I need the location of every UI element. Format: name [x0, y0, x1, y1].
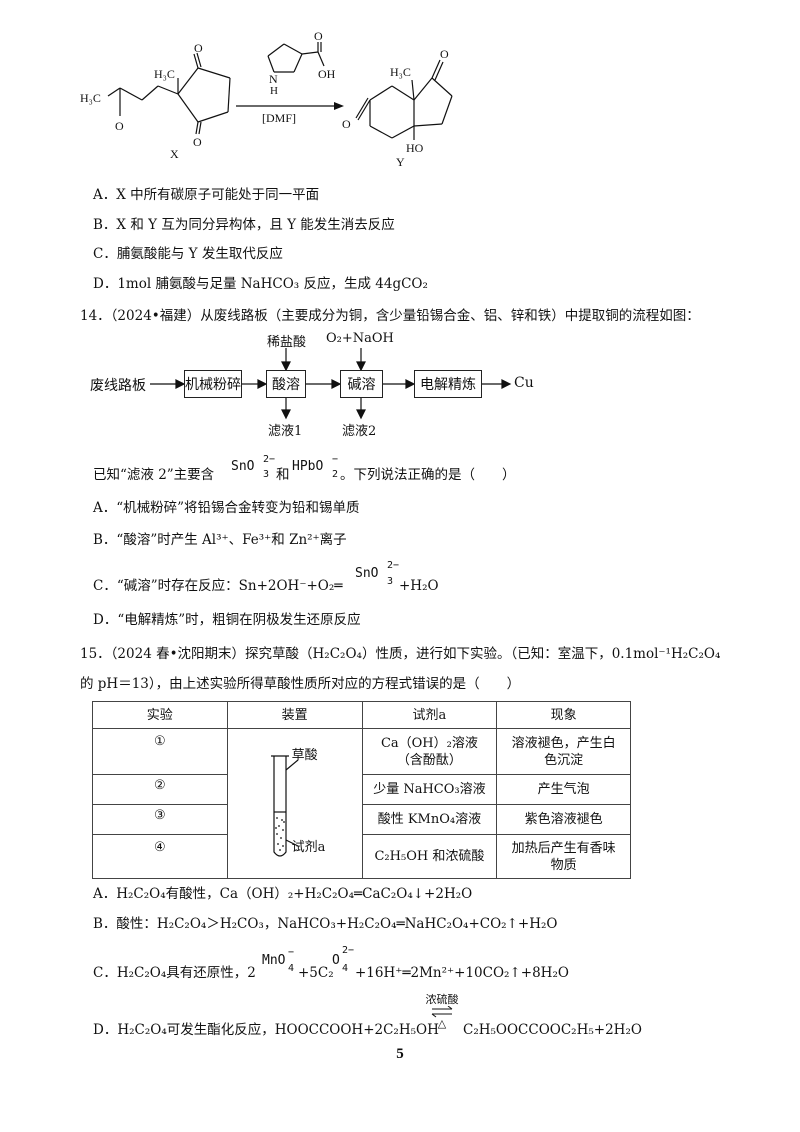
- q14-option-c-pre: C．“碱溶”时存在反应：Sn+2OH⁻+O₂═: [93, 578, 343, 594]
- table-row: ② 少量 NaHCO₃溶液 产生气泡: [92, 774, 631, 805]
- row-phenomenon: 加热后产生有香味物质: [496, 834, 631, 879]
- row-reagent: 少量 NaHCO₃溶液: [361, 774, 498, 805]
- reaction-structures: H₃C O H₃C O O X N H O OH [DMF] O H₃C O H…: [80, 30, 453, 169]
- page-number: 5: [396, 1046, 404, 1062]
- ion-hpbo2: HPbO − 2: [292, 454, 339, 480]
- row-phenomenon: 产生气泡: [496, 774, 631, 805]
- condition-dmf: [DMF]: [262, 111, 296, 125]
- row-no: ④: [92, 834, 228, 879]
- proline-o: O: [314, 30, 323, 43]
- reversible-arrow-icon: [431, 1006, 453, 1018]
- q13-option-d: D．1mol 脯氨酸与足量 NaHCO₃ 反应，生成 44gCO₂: [93, 276, 428, 292]
- row-reagent: C₂H₅OH 和浓硫酸: [361, 834, 498, 879]
- x-ring-o-top: O: [194, 41, 203, 55]
- row-no: ③: [92, 804, 228, 835]
- ion-sno3-option-c: SnO 2− 3: [355, 560, 400, 587]
- y-ketone-o: O: [440, 47, 449, 61]
- q14-flowchart: 废线路板 机械粉碎 酸溶 碱溶 电解精炼 Cu 稀盐酸 O₂+NaOH 滤液1 …: [90, 330, 650, 440]
- flow-step-crush: 机械粉碎: [184, 370, 242, 398]
- q14-known-and: 和: [276, 467, 290, 483]
- q15-option-b: B．酸性：H₂C₂O₄＞H₂CO₃，NaHCO₃+H₂C₂O₄═NaHC₂O₄+…: [93, 916, 558, 932]
- q14-known-post: 。下列说法正确的是（ ）: [340, 467, 516, 483]
- proline-oh: OH: [318, 67, 336, 81]
- row-no: ②: [92, 774, 228, 805]
- flow-start: 废线路板: [90, 378, 146, 394]
- header-reagent: 试剂a: [361, 701, 498, 729]
- y-h3c: H₃C: [390, 65, 411, 79]
- x-ketone-o: O: [115, 119, 124, 133]
- q14-option-a: A．“机械粉碎”将铅锡合金转变为铅和锡单质: [93, 500, 360, 516]
- experiment-table: 实验 装置 试剂a 现象 ① 草酸: [92, 701, 631, 879]
- q14-stem: 14．（2024•福建）从废线路板（主要成分为铜，含少量铅锡合金、铝、锌和铁）中…: [80, 308, 700, 324]
- header-apparatus: 装置: [226, 701, 363, 729]
- flow-step-electrolysis: 电解精炼: [414, 370, 482, 398]
- q13-option-a: A．X 中所有碳原子可能处于同一平面: [93, 187, 320, 203]
- flow-reagent-acid: 稀盐酸: [267, 335, 307, 350]
- flow-reagent-base: O₂+NaOH: [326, 331, 394, 346]
- ion-mno4: MnO − 4: [262, 947, 295, 974]
- q15-option-c-mid: +5C₂: [298, 965, 334, 981]
- ion-sno3: SnO 2− 3: [231, 454, 276, 480]
- q15-option-c-pre: C．H₂C₂O₄具有还原性，2: [93, 965, 256, 981]
- row-no: ①: [92, 728, 228, 775]
- table-row: ① 草酸 试剂a Ca（OH）₂溶液（含酚酞）: [92, 728, 631, 879]
- row-phenomenon: 紫色溶液褪色: [496, 804, 631, 835]
- apparatus-bottom-label: 试剂a: [291, 840, 326, 855]
- x-ring-o-bottom: O: [193, 135, 202, 149]
- q13-option-b: B．X 和 Y 互为同分异构体，且 Y 能发生消去反应: [93, 217, 395, 233]
- catalyst-label: 浓硫酸: [425, 993, 459, 1006]
- y-ho: HO: [406, 141, 424, 155]
- header-phenomenon: 现象: [496, 701, 631, 729]
- flow-filtrate1: 滤液1: [268, 424, 303, 439]
- test-tube-icon: [270, 754, 298, 857]
- y-label: Y: [396, 155, 405, 169]
- q15-option-d-post: C₂H₅OOCCOOC₂H₅+2H₂O: [463, 1022, 642, 1038]
- q15-option-a: A．H₂C₂O₄有酸性，Ca（OH）₂+H₂C₂O₄═CaC₂O₄↓+2H₂O: [93, 886, 473, 902]
- proline-n: N: [269, 72, 278, 86]
- esterification-condition: 浓硫酸 △: [420, 993, 464, 1030]
- flow-filtrate2: 滤液2: [342, 424, 377, 439]
- row-phenomenon: 溶液褪色，产生白色沉淀: [496, 728, 631, 775]
- y-ring-o: O: [342, 117, 351, 131]
- flow-step-base: 碱溶: [340, 370, 383, 398]
- proline-h: H: [270, 85, 278, 97]
- q15-option-c-post: +16H⁺═2Mn²⁺+10CO₂↑+8H₂O: [355, 965, 569, 981]
- x-label: X: [170, 147, 179, 161]
- flow-end: Cu: [514, 375, 534, 391]
- x-h3c-methyl: H₃C: [154, 67, 175, 81]
- row-reagent: 酸性 KMnO₄溶液: [361, 804, 498, 835]
- table-row: ④ C₂H₅OH 和浓硫酸 加热后产生有香味物质: [92, 834, 631, 879]
- table-header-row: 实验 装置 试剂a 现象: [92, 701, 631, 729]
- apparatus-top-label: 草酸: [291, 748, 318, 763]
- q15-stem-line1: 15．（2024 春•沈阳期末）探究草酸（H₂C₂O₄）性质，进行如下实验。（已…: [80, 646, 721, 662]
- ion-c2o4: O 2− 4: [332, 945, 355, 974]
- q14-known-pre: 已知“滤液 2”主要含: [93, 467, 215, 483]
- row-reagent: Ca（OH）₂溶液（含酚酞）: [361, 728, 498, 775]
- q15-option-d-pre: D．H₂C₂O₄可发生酯化反应，HOOCCOOH+2C₂H₅OH: [93, 1022, 439, 1038]
- q14-option-c-post: +H₂O: [399, 578, 439, 594]
- heat-symbol: △: [437, 1017, 447, 1030]
- q14-option-d: D．“电解精炼”时，粗铜在阴极发生还原反应: [93, 612, 361, 628]
- reaction-arrow-head: [334, 102, 344, 110]
- flowchart-arrows: [150, 348, 512, 420]
- apparatus-cell: 草酸 试剂a: [226, 728, 363, 879]
- q15-stem-line2: 的 pH＝13），由上述实验所得草酸性质所对应的方程式错误的是（ ）: [80, 676, 521, 692]
- header-experiment: 实验: [92, 701, 228, 729]
- q13-option-c: C．脯氨酸能与 Y 发生取代反应: [93, 246, 283, 262]
- flow-step-acid: 酸溶: [266, 370, 306, 398]
- x-h3c-left: H₃C: [80, 91, 101, 105]
- q14-option-b: B．“酸溶”时产生 Al³⁺、Fe³⁺和 Zn²⁺离子: [93, 532, 347, 548]
- reaction-scheme: H₃C O H₃C O O X N H O OH [DMF] O H₃C O H…: [80, 30, 720, 170]
